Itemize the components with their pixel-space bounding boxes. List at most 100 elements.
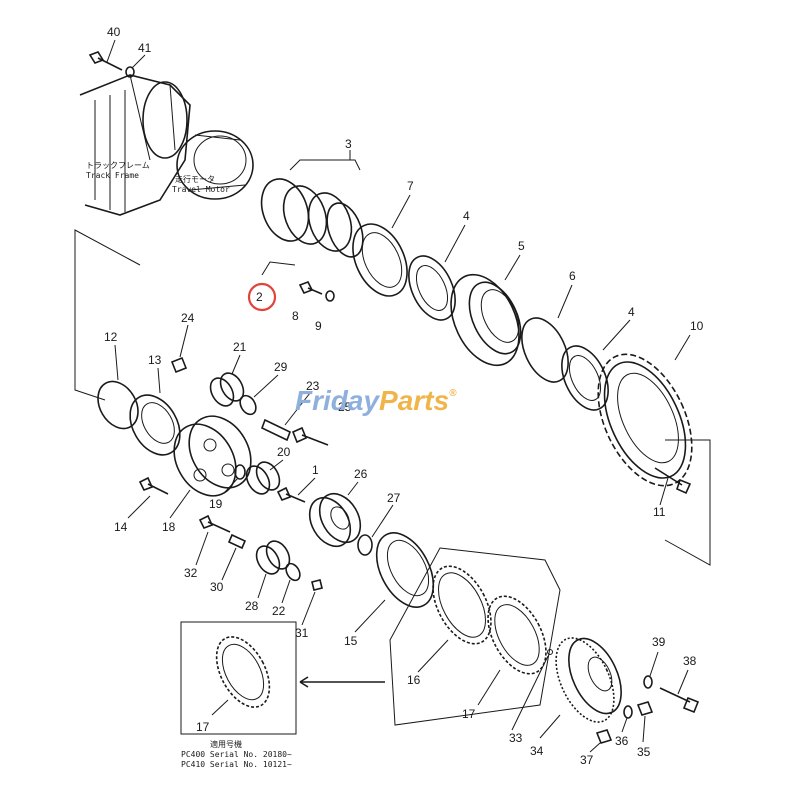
callout-9: 9 <box>315 319 322 333</box>
floating-seal-group-3 <box>260 150 364 276</box>
detail-box-17 <box>180 621 385 735</box>
callout-5: 5 <box>518 239 525 253</box>
group-bracket-16-17 <box>389 547 561 726</box>
callout-28: 28 <box>245 599 259 613</box>
bolt-32 <box>195 514 231 566</box>
bolt-11 <box>654 467 692 506</box>
bearing-4-upper <box>408 224 466 321</box>
track-frame-label-jp: トラックフレーム <box>86 161 150 170</box>
callout-15: 15 <box>344 634 358 648</box>
watermark-friday: Friday <box>295 385 380 416</box>
bolt-14 <box>127 476 169 519</box>
callout-1: 1 <box>312 463 319 477</box>
callout-6: 6 <box>569 269 576 283</box>
callout-37: 37 <box>580 753 594 767</box>
gear-21 <box>209 354 245 407</box>
travel-motor-label-en: Travel Motor <box>172 185 230 194</box>
callout-21: 21 <box>233 340 247 354</box>
callout-labels: 40 41 3 7 4 5 6 4 10 2 8 9 12 24 13 21 2… <box>104 25 704 767</box>
carrier-18 <box>169 415 252 519</box>
serial-pc400: PC400 Serial No. 20180~ <box>181 750 292 759</box>
hub-26 <box>308 481 362 548</box>
plug-36 <box>621 705 633 733</box>
callout-39: 39 <box>652 635 666 649</box>
bearing-4-lower <box>561 319 631 411</box>
travel-motor-label-jp: 走行モータ <box>175 174 215 184</box>
track-frame-label: トラックフレーム Track Frame <box>86 161 150 180</box>
plug-37 <box>589 729 613 753</box>
callout-17-detail: 17 <box>196 720 210 734</box>
callout-23: 23 <box>306 379 320 393</box>
callout-17: 17 <box>462 707 476 721</box>
screw-31 <box>301 579 323 626</box>
bearing-16 <box>417 565 492 673</box>
callout-27: 27 <box>387 491 401 505</box>
bearing-29 <box>239 374 279 416</box>
track-frame-label-en: Track Frame <box>86 171 139 180</box>
sprocket-10 <box>597 334 693 487</box>
callout-13: 13 <box>148 353 162 367</box>
watermark-registered: ® <box>449 388 457 399</box>
callout-20: 20 <box>277 445 291 459</box>
callout-19: 19 <box>209 497 223 511</box>
callout-41: 41 <box>138 41 152 55</box>
group-bracket-right <box>664 439 711 566</box>
gear-20 <box>245 459 284 495</box>
callout-33: 33 <box>509 731 523 745</box>
bearing-17 <box>477 595 547 706</box>
cover-34 <box>539 637 622 739</box>
watermark-parts: Parts <box>379 385 449 416</box>
callout-40: 40 <box>107 25 121 39</box>
callout-38: 38 <box>683 654 697 668</box>
track-frame-drawing <box>79 74 191 216</box>
callout-4-lower: 4 <box>628 305 635 319</box>
watermark: FridayParts® <box>295 385 457 416</box>
bearing-13 <box>129 367 181 456</box>
callout-10: 10 <box>690 319 704 333</box>
callout-34: 34 <box>530 744 544 758</box>
callout-26: 26 <box>354 467 368 481</box>
washer-9 <box>325 290 335 302</box>
travel-motor-label: 走行モータ Travel Motor <box>172 174 230 194</box>
applicable-models-label: 適用号機 <box>210 739 242 749</box>
callout-30: 30 <box>210 580 224 594</box>
callout-22: 22 <box>272 604 286 618</box>
callout-7: 7 <box>407 179 414 193</box>
ring-7 <box>352 194 411 297</box>
callout-25: 25 <box>338 400 352 414</box>
callout-16: 16 <box>407 673 421 687</box>
washer-39 <box>643 651 659 689</box>
bolt-25 <box>291 426 329 446</box>
pin-30 <box>221 533 247 581</box>
plug-24 <box>170 324 189 374</box>
callout-29: 29 <box>274 360 288 374</box>
bearing-22 <box>281 562 301 604</box>
callout-35: 35 <box>637 745 651 759</box>
callout-32: 32 <box>184 566 198 580</box>
o-ring-12 <box>97 344 139 430</box>
bearing-15 <box>354 532 435 633</box>
bolt-38 <box>659 669 700 714</box>
washer-41 <box>125 54 146 78</box>
callout-36: 36 <box>615 734 629 748</box>
callout-24: 24 <box>181 311 195 325</box>
washer-19 <box>224 464 246 493</box>
gear-28 <box>255 540 291 599</box>
hub-5 <box>450 254 522 367</box>
ring-27 <box>357 504 394 556</box>
callout-11: 11 <box>653 505 666 519</box>
callout-8: 8 <box>292 309 299 323</box>
serial-pc410: PC410 Serial No. 10121~ <box>181 760 292 769</box>
highlight-circle-part-2 <box>247 282 277 312</box>
plug-35 <box>636 701 654 743</box>
group-bracket-left <box>74 229 141 401</box>
bolt-8 <box>298 280 323 295</box>
callout-3: 3 <box>345 137 352 151</box>
o-ring-6 <box>521 284 573 383</box>
callout-12: 12 <box>104 330 118 344</box>
callout-18: 18 <box>162 520 176 534</box>
bolt-1 <box>276 477 316 503</box>
callout-2: 2 <box>256 290 263 304</box>
